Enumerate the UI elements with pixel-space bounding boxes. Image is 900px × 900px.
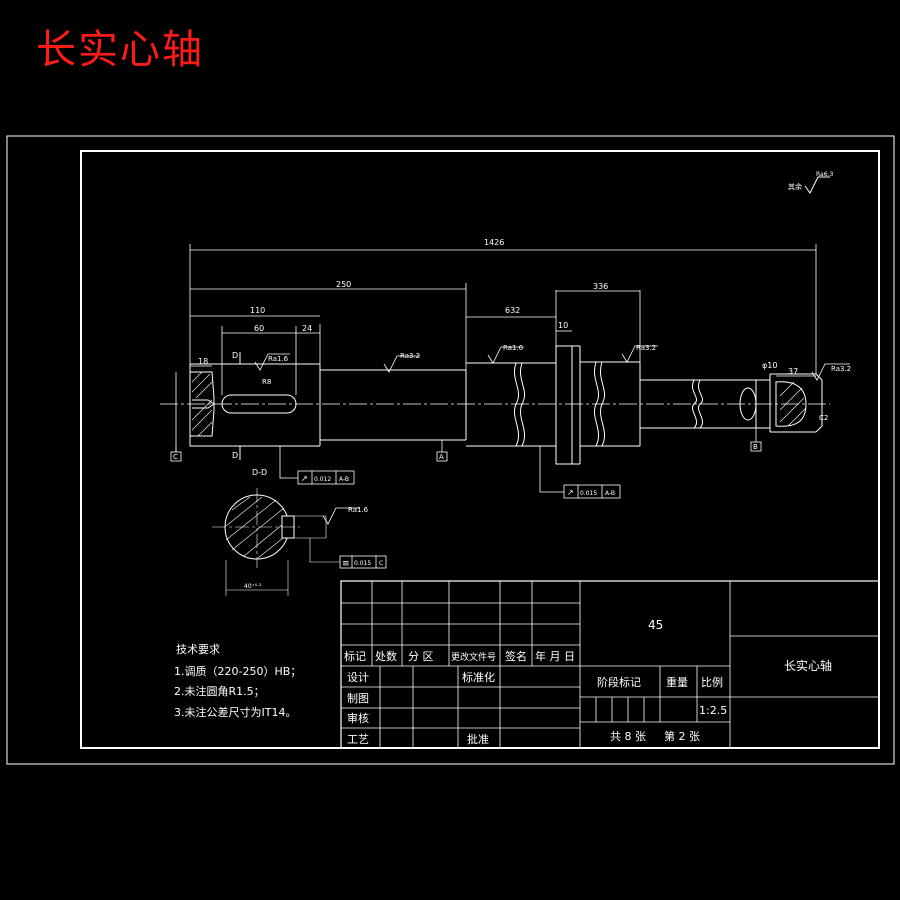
general-roughness-note: 其余 Ra6.3 (788, 171, 833, 194)
col-label-zone: 分 区 (408, 650, 434, 663)
symmetry-value: 0.015 (354, 560, 371, 567)
roughness-rest-label: 其余 (788, 182, 802, 191)
section-label: D-D (252, 468, 267, 477)
mark-c2: C2 (819, 414, 828, 422)
dim-37: 37 (788, 367, 798, 376)
title-block (340, 580, 880, 749)
dim-overall: 1426 (484, 238, 504, 247)
technical-requirements: 技术要求 1.调质（220-250）HB； 2.未注圆角R1.5； 3.未注公差… (174, 643, 301, 719)
datum-c: C (173, 453, 178, 461)
left-end-section (189, 371, 215, 437)
cut-label-top: D (232, 351, 238, 360)
shaft-main-view (160, 345, 830, 465)
sheet-number: 第 2 张 (664, 729, 700, 743)
tech-item-3: 3.未注公差尺寸为IT14。 (174, 705, 296, 719)
dim-632: 632 (505, 306, 520, 315)
svg-text:↗: ↗ (301, 474, 308, 483)
col-label-count: 处数 (375, 650, 397, 663)
dim-18: 18 (198, 357, 208, 366)
roughness-texts: Ra1.6 Ra3.2 Ra1.6 Ra3.2 Ra3.2 R8 C2 (262, 344, 851, 422)
tolerance-frame-2: ↗ 0.015 A-B (539, 446, 621, 499)
scale-value: 1:2.5 (699, 704, 727, 717)
svg-text:≡: ≡ (342, 559, 350, 569)
part-name: 长实心轴 (784, 658, 832, 673)
tech-item-2: 2.未注圆角R1.5； (174, 684, 265, 698)
material: 45 (648, 618, 663, 632)
roughness-section: Ra1.6 (348, 506, 369, 514)
drawing-header-title: 长实心轴 (36, 27, 204, 73)
runout2-ref: A-B (605, 490, 615, 497)
shaft-right-end (815, 373, 823, 433)
dim-phi10: φ10 (762, 361, 777, 370)
row-label-design: 设计 (347, 671, 369, 684)
stage-label: 阶段标记 (597, 675, 641, 689)
title-block-text: 45 长实心轴 标记 处数 分 区 更改文件号 签名 年 月 日 设计 制图 审… (344, 618, 832, 746)
datum-b: B (753, 443, 758, 451)
row-label-process: 工艺 (347, 733, 369, 746)
right-end-section (775, 381, 807, 427)
break-line-2 (594, 361, 600, 447)
runout1-value: 0.012 (314, 476, 331, 483)
approve-label: 批准 (467, 732, 489, 746)
left-end-hatch (191, 371, 213, 437)
tolerance-frame-1: ↗ 0.012 A-B (279, 446, 355, 485)
break-line-1 (514, 362, 520, 447)
dim-10: 10 (558, 321, 568, 330)
row-label-draw: 制图 (347, 692, 369, 705)
roughness-journal: Ra1.6 (503, 344, 524, 352)
row-label-review: 审核 (347, 711, 369, 725)
roughness-keyway: Ra1.6 (268, 355, 289, 363)
break-line-3 (692, 379, 698, 429)
dimension-texts: 1426 250 110 60 24 18 632 336 10 φ10 37 (198, 238, 798, 376)
shaft-collar (555, 345, 573, 465)
col-label-sign: 签名 (505, 649, 527, 663)
roughness-collar: Ra3.2 (636, 344, 656, 352)
section-width-dim: 40⁺⁰·² (244, 583, 262, 590)
symmetry-ref: C (379, 560, 383, 567)
datum-a: A (439, 453, 444, 461)
keyway-slot (221, 394, 297, 414)
sheets-total: 共 8 张 (610, 730, 646, 743)
col-label-mark: 标记 (344, 649, 366, 663)
dimension-lines (175, 244, 817, 452)
section-d-d: D-D Ra1.6 40⁺⁰·² ≡ 0.015 C (212, 468, 387, 596)
roughness-rest-value: Ra6.3 (816, 171, 833, 178)
datum-markers (170, 428, 762, 462)
dim-24: 24 (302, 324, 312, 333)
standardize-label: 标准化 (462, 670, 495, 684)
roughness-shaft1: Ra3.2 (400, 352, 420, 360)
tech-title: 技术要求 (176, 643, 220, 656)
roughness-end: Ra3.2 (831, 365, 851, 373)
weight-label: 重量 (666, 675, 688, 689)
dim-250: 250 (336, 280, 351, 289)
tech-item-1: 1.调质（220-250）HB； (174, 665, 301, 678)
dim-110: 110 (250, 306, 265, 315)
mark-r8: R8 (262, 378, 271, 386)
scale-label: 比例 (701, 675, 723, 689)
outer-border (6, 135, 895, 765)
dim-60: 60 (254, 324, 264, 333)
col-label-date: 年 月 日 (535, 649, 575, 663)
runout1-ref: A-B (339, 476, 349, 483)
svg-text:↗: ↗ (567, 488, 574, 497)
cut-label-bottom: D (232, 451, 238, 460)
runout2-value: 0.015 (580, 490, 597, 497)
roughness-symbols (254, 345, 850, 381)
section-cut-marks: D D (232, 351, 241, 460)
dim-336: 336 (593, 282, 608, 291)
col-label-change: 更改文件号 (451, 651, 496, 663)
